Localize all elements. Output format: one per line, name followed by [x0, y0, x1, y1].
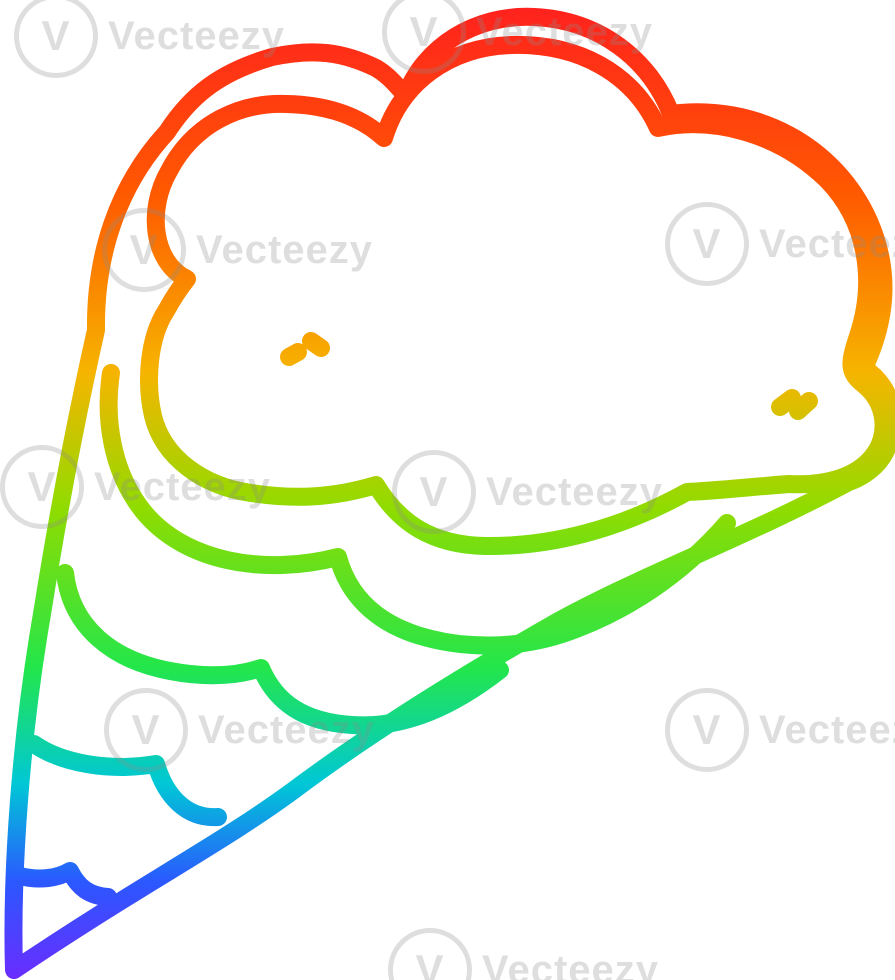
- cone-stripe-1: [25, 735, 227, 827]
- ice-cream-outer-outline: [4, 7, 895, 979]
- ice-cream-top-scoop: [140, 35, 893, 556]
- sprinkle-4: [789, 392, 818, 420]
- ice-cream-lower-layer: [56, 564, 509, 735]
- sprinkle-2: [302, 332, 330, 357]
- sprinkle-3: [771, 389, 801, 416]
- ice-cream-middle-layer: [99, 364, 736, 655]
- sprinkle-1: [280, 343, 307, 366]
- cone-stripe-2: [11, 862, 117, 906]
